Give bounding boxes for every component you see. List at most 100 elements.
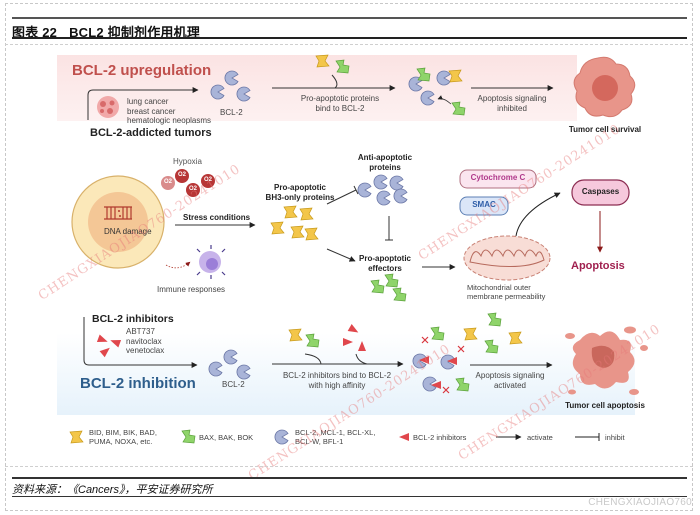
legend-inhibit-bar	[575, 433, 600, 441]
tumor-cluster-icon	[97, 96, 119, 118]
bcl2-protein-icons-bottom	[208, 349, 251, 380]
o2-label: O2	[164, 179, 173, 185]
momp-line2: membrane permeability	[467, 292, 546, 301]
legend-panel	[57, 420, 635, 453]
bcl2-addicted-tumors-label: BCL-2-addicted tumors	[90, 127, 212, 139]
tumor-type-list: lung cancer breast cancer hematologic ne…	[127, 97, 211, 126]
pro-apoptotic-and-inhibitor-icons	[288, 324, 368, 365]
immune-responses-label: Immune responses	[157, 285, 226, 294]
source-note: 资料来源：《Cancers》，平安证券研究所	[12, 484, 213, 496]
legend-inhibitor-icon	[399, 433, 409, 441]
activated-step-label: Apoptosis signaling activated	[470, 371, 550, 390]
o2-label: O2	[204, 177, 213, 183]
bcl2-inhibitors-heading: BCL-2 inhibitors	[92, 313, 174, 325]
anti-apoptotic-proteins-icon	[357, 174, 408, 206]
cell-dna-damage-icon	[71, 175, 165, 269]
effectors-label-line2: effectors	[368, 263, 402, 273]
effectors-label-line1: Pro-apoptotic	[359, 254, 411, 263]
footer-dashed-separator	[5, 466, 693, 467]
bh3-label-line1: Pro-apoptotic	[274, 183, 326, 192]
upregulation-bracket-arrow	[87, 87, 199, 120]
o2-label: O2	[189, 186, 198, 192]
bh3-only-proteins-icon	[270, 205, 319, 241]
bind-step-line2: bind to BCL-2	[315, 103, 365, 113]
bcl2-label-bottom: BCL-2	[222, 380, 245, 389]
tumor-cell-apoptosis-icon	[565, 326, 648, 395]
legend-bh3-icon	[69, 430, 84, 444]
mitochondrion-icon	[463, 235, 551, 281]
upregulation-heading: BCL-2 upregulation	[72, 62, 212, 79]
legend-bh3-label: BID, BIM, BIK, BAD, PUMA, NOXA, etc.	[89, 428, 157, 446]
anti-apoptotic-proteins-label: Anti-apoptotic proteins	[345, 153, 425, 172]
drug-name: navitoclax	[126, 336, 162, 346]
inhibitor-bind-line2: with high affinity	[308, 380, 366, 390]
hypoxia-label: Hypoxia	[173, 157, 202, 166]
footer-top-rule	[12, 477, 687, 479]
legend-anti-line2: BCL-W, BFL-1	[295, 437, 344, 446]
inhibitor-bind-step-label: BCL-2 inhibitors bind to BCL-2 with high…	[276, 371, 398, 390]
activated-step-line2: activated	[493, 380, 527, 390]
apoptosis-label: Apoptosis	[571, 260, 625, 272]
figure-title: 图表 22 BCL2 抑制剂作用机理	[12, 22, 200, 41]
anti-apoptotic-line1: Anti-apoptotic	[357, 153, 413, 162]
smac-label: SMAC	[472, 200, 496, 209]
bind-step-line1: Pro-apoptotic proteins	[300, 94, 380, 103]
bcl2-inhibitor-drugs-icon	[96, 334, 122, 358]
smac-box	[459, 196, 509, 216]
figure-caption: BCL2 抑制剂作用机理	[69, 25, 201, 40]
tumor-cell-survival-label: Tumor cell survival	[568, 125, 642, 134]
legend-anti-line1: BCL-2, MCL-1, BCL-XL,	[295, 428, 376, 437]
cytochrome-c-box	[459, 169, 537, 189]
bh3-only-proteins-label: Pro-apoptotic BH3-only proteins	[250, 183, 350, 202]
legend-bcl2-icon	[274, 429, 289, 445]
inhibited-step-label: Apoptosis signaling inhibited	[472, 94, 552, 113]
caspases-box	[571, 179, 630, 206]
bh3-label-line2: BH3-only proteins	[265, 192, 335, 202]
dna-damage-label: DNA damage	[104, 227, 152, 236]
drug-name: ABT737	[126, 327, 155, 336]
inhibition-heading: BCL-2 inhibition	[80, 375, 196, 392]
inhibited-step-line1: Apoptosis signaling	[477, 94, 547, 103]
legend-bcl2-label: BCL-2, MCL-1, BCL-XL, BCL-W, BFL-1	[295, 428, 375, 446]
bcl2-label-top: BCL-2	[220, 108, 243, 117]
inhibited-step-line2: inhibited	[497, 103, 527, 113]
header-dashed-separator	[5, 44, 693, 45]
cytochrome-c-label: Cytochrome C	[470, 173, 526, 182]
inhibit-effectors	[385, 216, 393, 241]
inhibitor-bind-line1: BCL-2 inhibitors bind to BCL-2	[282, 371, 392, 380]
legend-effector-icon	[181, 429, 196, 444]
pro-apoptotic-effectors-icon	[370, 273, 407, 302]
pro-apoptotic-proteins-icon	[315, 54, 350, 89]
o2-label: O2	[178, 172, 187, 178]
bcl2-protein-icons	[210, 70, 251, 102]
momp-line1: Mitochondrial outer	[467, 283, 531, 292]
figure-number: 图表 22	[12, 25, 58, 40]
legend-activate-label: activate	[527, 433, 553, 442]
legend-bh3-line2: PUMA, NOXA, etc.	[89, 437, 153, 446]
bind-step-label: Pro-apoptotic proteins bind to BCL-2	[295, 94, 385, 113]
inhibition-panel-background	[57, 333, 635, 415]
inhibitor-drug-list: ABT737 navitoclax venetoclax	[126, 327, 164, 356]
tumor-cell-apoptosis-label: Tumor cell apoptosis	[565, 401, 645, 410]
arrow-to-effectors	[326, 248, 356, 262]
inhibition-bracket-arrow	[83, 317, 198, 368]
corner-watermark: CHENGXIAOJIAO760	[588, 497, 692, 508]
legend-inhibitors-label: BCL-2 inhibitors	[413, 433, 467, 442]
tumor-cell-survival-icon	[573, 56, 636, 118]
drug-name: venetoclax	[126, 346, 165, 355]
legend-inhibit-label: inhibit	[605, 433, 625, 442]
header-top-rule	[12, 17, 687, 19]
tumor-type: lung cancer	[127, 97, 169, 106]
tumor-type: hematologic neoplasms	[127, 116, 212, 125]
anti-apoptotic-line2: proteins	[369, 162, 401, 172]
immune-cell-icon	[165, 245, 226, 279]
legend-effector-label: BAX, BAK, BOK	[199, 433, 254, 442]
page-frame	[5, 3, 693, 511]
footer-bottom-rule	[12, 496, 687, 497]
header-bottom-rule	[12, 37, 687, 39]
activated-step-line1: Apoptosis signaling	[475, 371, 545, 380]
inhibit-anti-apoptotic	[326, 185, 359, 205]
momp-label: Mitochondrial outer membrane permeabilit…	[467, 283, 545, 301]
oxygen-molecules-icon	[161, 169, 215, 197]
